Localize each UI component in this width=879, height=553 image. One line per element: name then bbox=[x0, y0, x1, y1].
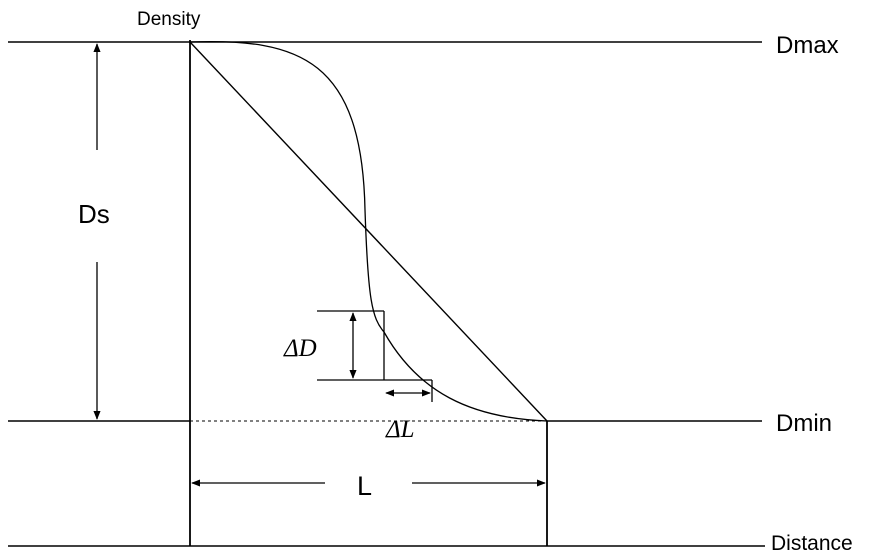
delta-d-label: ΔD bbox=[283, 335, 317, 362]
distance-label: Distance bbox=[771, 532, 853, 553]
linear-profile-line bbox=[189, 41, 548, 422]
density-label: Density bbox=[137, 9, 201, 30]
ds-label: Ds bbox=[78, 199, 110, 229]
delta-l-label: ΔL bbox=[385, 416, 415, 443]
l-label: L bbox=[357, 471, 372, 501]
dmin-label: Dmin bbox=[776, 410, 832, 437]
dmax-label: Dmax bbox=[776, 32, 839, 59]
density-curve bbox=[189, 40, 548, 422]
